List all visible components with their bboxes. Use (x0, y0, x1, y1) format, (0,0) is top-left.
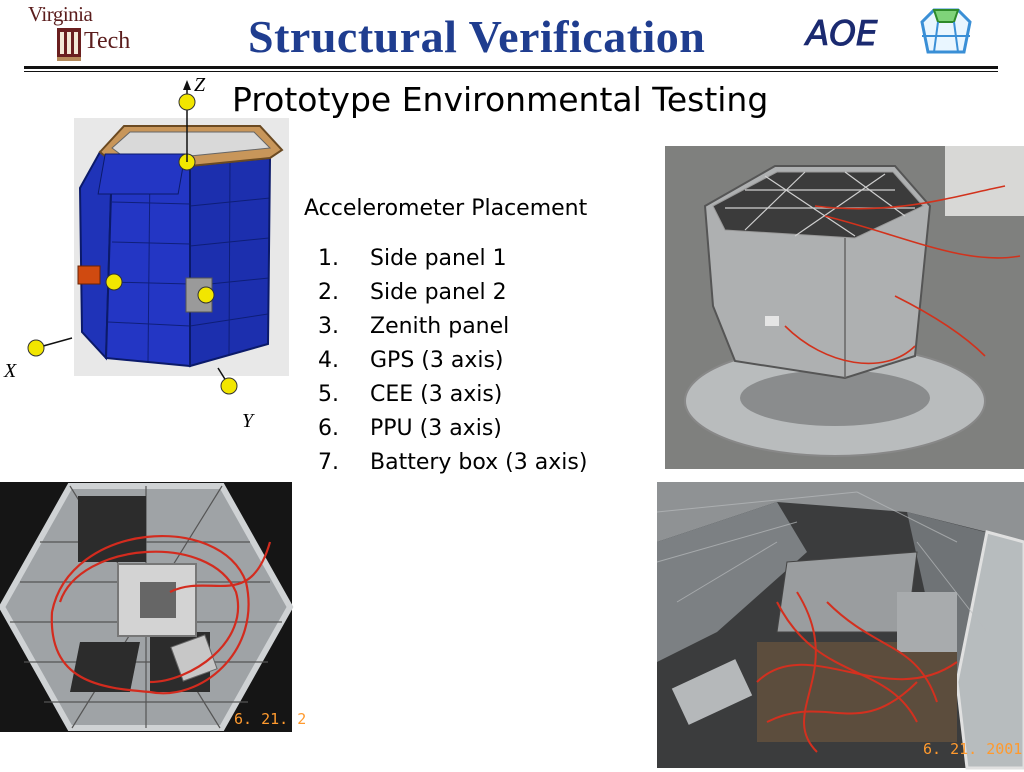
photo-date-stamp: 6. 21. 2001 (923, 740, 1023, 758)
vt-shield-icon (57, 28, 81, 61)
list-item: 7. Battery box (3 axis) (318, 450, 587, 484)
list-item: 2. Side panel 2 (318, 280, 587, 314)
z-axis-marker (178, 93, 196, 111)
list-item-label: Zenith panel (370, 314, 510, 339)
list-item-label: PPU (3 axis) (370, 416, 502, 441)
list-item-label: Side panel 2 (370, 280, 507, 305)
photo-date-stamp: 6. 21. 2 (234, 710, 307, 728)
photo-interior-wiring: 6. 21. 2001 (656, 482, 1024, 770)
satellite-diagram (27, 80, 289, 395)
logo-virginia-text: Virginia (28, 2, 93, 26)
page-title: Structural Verification (248, 11, 706, 62)
zenith-panel (97, 153, 186, 195)
header-rule (24, 66, 998, 69)
accelerometer-marker-side-2 (197, 286, 215, 304)
z-axis-arrow (183, 80, 191, 90)
list-item-number: 1. (318, 246, 339, 271)
axis-label-y: Y (242, 410, 254, 432)
aoe-logo: AOE (806, 14, 879, 55)
list-item-number: 7. (318, 450, 339, 475)
axis-label-x: X (4, 360, 17, 382)
slide-subtitle: Prototype Environmental Testing (232, 80, 769, 119)
accelerometer-marker-side-1 (105, 273, 123, 291)
list-item-label: Battery box (3 axis) (370, 450, 588, 475)
y-axis-marker (220, 377, 238, 395)
list-item: 1. Side panel 1 (318, 246, 587, 280)
list-item-number: 3. (318, 314, 339, 339)
header-rule-thin (24, 71, 998, 72)
list-item-number: 2. (318, 280, 339, 305)
side-box-left (77, 265, 101, 285)
list-item-number: 4. (318, 348, 339, 373)
list-item: 6. PPU (3 axis) (318, 416, 587, 450)
list-item-number: 5. (318, 382, 339, 407)
list-item-label: CEE (3 axis) (370, 382, 503, 407)
list-item-number: 6. (318, 416, 339, 441)
x-axis-marker (27, 339, 45, 357)
accelerometer-list: 1. Side panel 1 2. Side panel 2 3. Zenith p… (318, 246, 587, 484)
accelerometer-heading: Accelerometer Placement (304, 196, 588, 221)
list-item-label: GPS (3 axis) (370, 348, 504, 373)
logo-tech-text: Tech (84, 28, 131, 54)
list-item-label: Side panel 1 (370, 246, 507, 271)
photo-panel-accelerometer: 6. 21. 2 (0, 482, 306, 732)
hexagon-satellite-icon (920, 8, 972, 54)
list-item: 3. Zenith panel (318, 314, 587, 348)
photo-structure-on-fixture (665, 146, 1024, 469)
virginia-tech-logo: Virginia Tech (28, 2, 168, 64)
list-item: 5. CEE (3 axis) (318, 382, 587, 416)
axis-label-z: Z (194, 74, 206, 96)
list-item: 4. GPS (3 axis) (318, 348, 587, 382)
